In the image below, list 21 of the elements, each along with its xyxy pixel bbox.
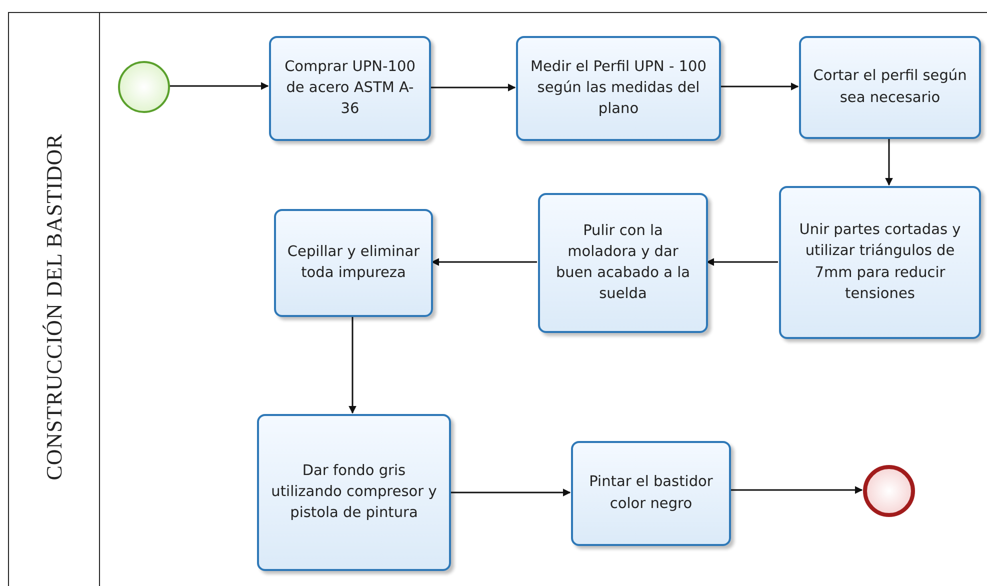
arrow	[730, 486, 863, 494]
task-box: Medir el Perfil UPN - 100 según las medidas del plano	[516, 36, 721, 141]
arrow	[430, 84, 516, 92]
task-box: Unir partes cortadas y utilizar triángulos de 7mm para reducir tensiones	[779, 186, 981, 339]
arrow	[706, 258, 778, 266]
task-box: Comprar UPN-100 de acero ASTM A-36	[269, 36, 431, 141]
arrow	[431, 258, 537, 266]
task-box: Pulir con la moladora y dar buen acabado a la suelda	[538, 193, 708, 333]
task-box: Dar fondo gris utilizando compresor y pistola de pintura	[257, 414, 451, 571]
end-event-circle	[863, 465, 915, 517]
task-box: Pintar el bastidor color negro	[571, 441, 731, 546]
lane-title: CONSTRUCCIÓN DEL BASTIDOR	[41, 134, 67, 480]
arrow	[169, 82, 269, 90]
arrow	[348, 316, 356, 414]
task-box: Cepillar y eliminar toda impureza	[274, 209, 433, 317]
task-box: Cortar el perfil según sea necesario	[799, 36, 981, 139]
arrow	[720, 82, 799, 90]
arrow	[450, 488, 571, 496]
arrow	[885, 138, 893, 186]
start-event-circle	[118, 61, 170, 113]
swimlane-pool	[8, 12, 987, 586]
